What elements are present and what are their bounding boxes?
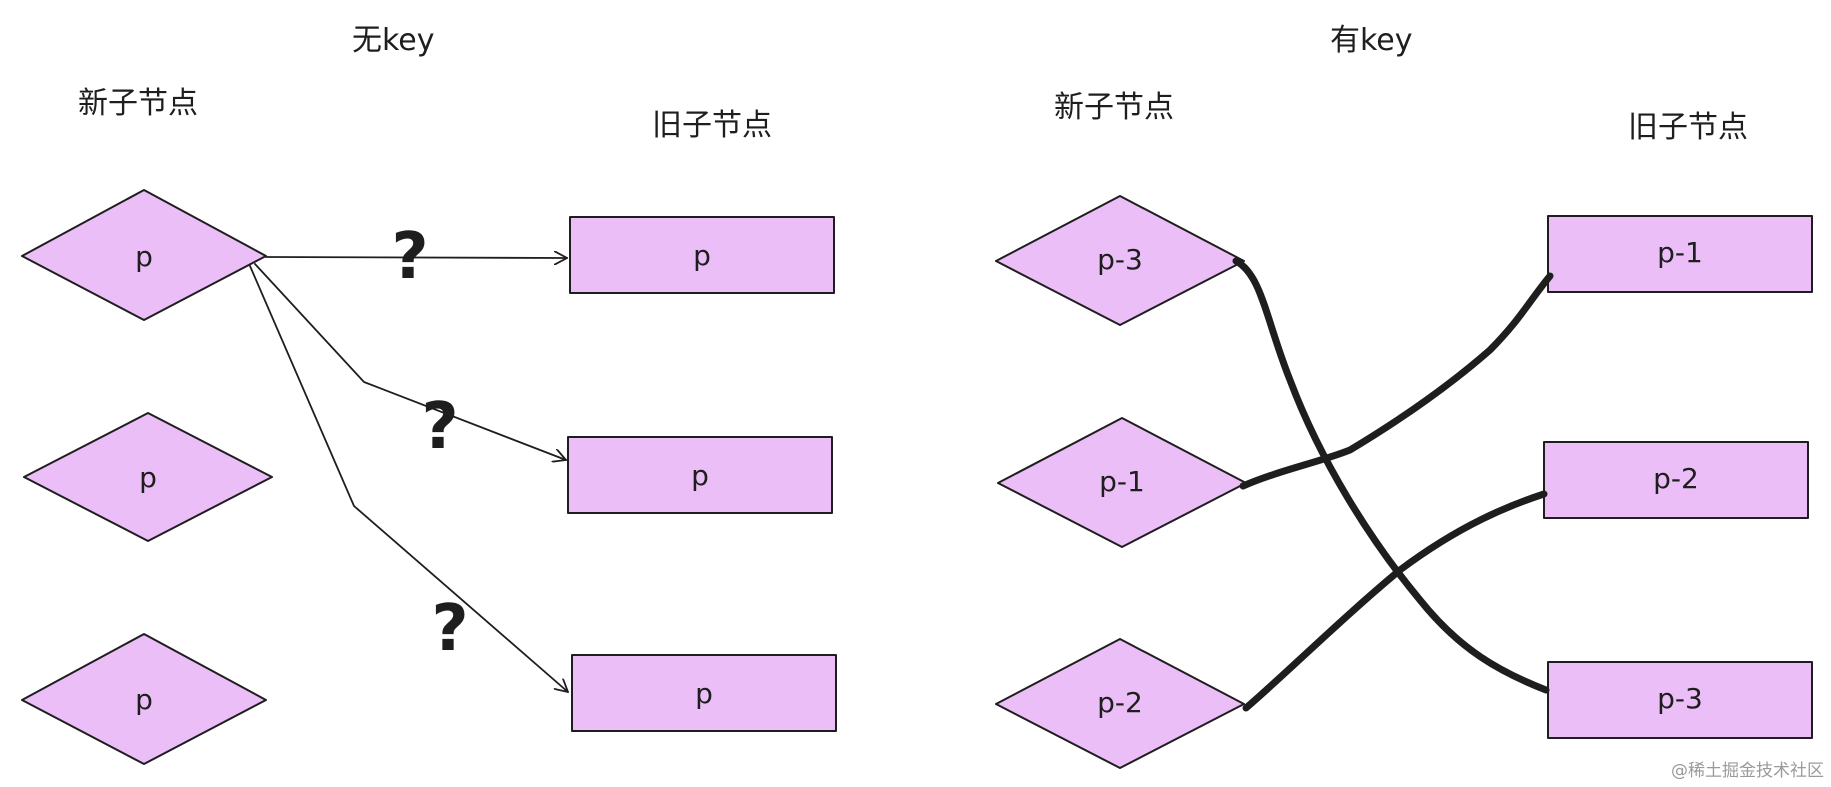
node-label: p-2 [1097,686,1143,719]
left-new-node: p [23,412,273,542]
node-label: p [695,677,713,710]
node-label: p [693,239,711,272]
question-mark-icon: ? [431,592,468,666]
left-new-children-heading: 新子节点 [78,86,198,121]
left-new-node: p [21,189,267,321]
left-panel-title: 无key [352,23,435,58]
right-old-node: p-1 [1547,215,1813,293]
left-old-children-heading: 旧子节点 [652,108,772,143]
rectangle-shape [571,654,837,732]
right-new-node: p-3 [995,195,1245,326]
arrow-to-old-node-2 [254,263,566,460]
diamond-shape [995,195,1245,326]
diamond-shape [21,189,267,321]
right-panel-title: 有key [1330,23,1413,58]
right-old-node: p-2 [1543,441,1809,519]
left-old-node: p [567,436,833,514]
left-old-node: p [571,654,837,732]
right-new-node: p-1 [997,417,1247,548]
link-p2-to-old-p2 [1242,490,1548,712]
arrow-to-old-node-3 [249,265,568,692]
right-old-children-heading: 旧子节点 [1628,110,1748,145]
right-panel: 有key 新子节点 旧子节点 p-3 p-1 p-2 p-1 p-2 p-3 [995,23,1813,769]
diamond-shape [23,412,273,542]
rectangle-shape [1547,661,1813,739]
left-old-node: p [569,216,835,294]
node-label: p [139,461,157,494]
link-p3-to-old-p3 [1232,257,1550,694]
left-new-node: p [21,633,267,765]
question-mark-icon: ? [421,390,458,464]
node-label: p [135,683,153,716]
node-label: p-3 [1657,682,1703,715]
watermark: @稀土掘金技术社区 [1671,761,1824,781]
node-label: p-1 [1099,465,1145,498]
node-label: p [691,459,709,492]
node-label: p-3 [1097,243,1143,276]
question-mark-icon: ? [391,220,428,294]
rectangle-shape [569,216,835,294]
diamond-shape [995,638,1245,769]
node-label: p-2 [1653,462,1699,495]
rectangle-shape [567,436,833,514]
node-label: p [135,240,153,273]
left-panel: 无key 新子节点 旧子节点 p p p p p p [21,23,837,765]
link-p1-to-old-p1 [1239,272,1554,490]
diamond-shape [21,633,267,765]
right-new-node: p-2 [995,638,1245,769]
rectangle-shape [1543,441,1809,519]
right-old-node: p-3 [1547,661,1813,739]
arrow-to-old-node-1 [265,257,567,258]
node-label: p-1 [1657,236,1703,269]
right-new-children-heading: 新子节点 [1054,90,1174,125]
rectangle-shape [1547,215,1813,293]
